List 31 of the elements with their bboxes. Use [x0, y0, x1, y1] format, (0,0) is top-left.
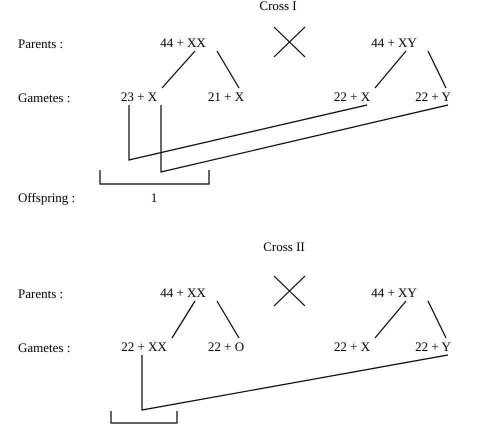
- genotype-text: 22 + XX: [121, 339, 167, 354]
- genotype-text: 44 + XX: [160, 35, 206, 50]
- connector-line: [128, 104, 368, 161]
- row-label: Cross I: [259, 0, 297, 13]
- row-label: Gametes :: [18, 90, 70, 105]
- connector-line: [216, 50, 240, 88]
- connector-line: [162, 50, 196, 88]
- genotype-text: 22 + Y: [415, 89, 451, 104]
- genotype-text: 44 + XY: [371, 285, 417, 300]
- genotype-text: 21 + X: [208, 89, 244, 104]
- genotype-text: 23 + X: [120, 89, 158, 104]
- genotype-text: 22 + Y: [415, 339, 451, 354]
- connector-line: [374, 300, 406, 338]
- row-label: Cross II: [263, 239, 305, 254]
- row-label: Gametes :: [18, 340, 70, 355]
- connector-line: [427, 300, 447, 338]
- row-label: Offspring :: [18, 190, 76, 205]
- connector-line: [427, 50, 447, 88]
- connector-line: [374, 50, 406, 88]
- connector-line: [160, 104, 448, 173]
- connector-line: [216, 300, 240, 338]
- genotype-text: 44 + XX: [160, 285, 206, 300]
- row-label: Parents :: [18, 286, 64, 301]
- connector-line: [171, 300, 196, 338]
- genotype-text: 22 + O: [208, 339, 244, 354]
- row-label: Parents :: [18, 36, 64, 51]
- connector-line: [141, 354, 448, 411]
- genotype-text: 22 + X: [334, 339, 370, 354]
- genotype-text: 44 + XY: [371, 35, 417, 50]
- row-label: 1: [150, 190, 158, 205]
- genotype-text: 22 + X: [334, 89, 370, 104]
